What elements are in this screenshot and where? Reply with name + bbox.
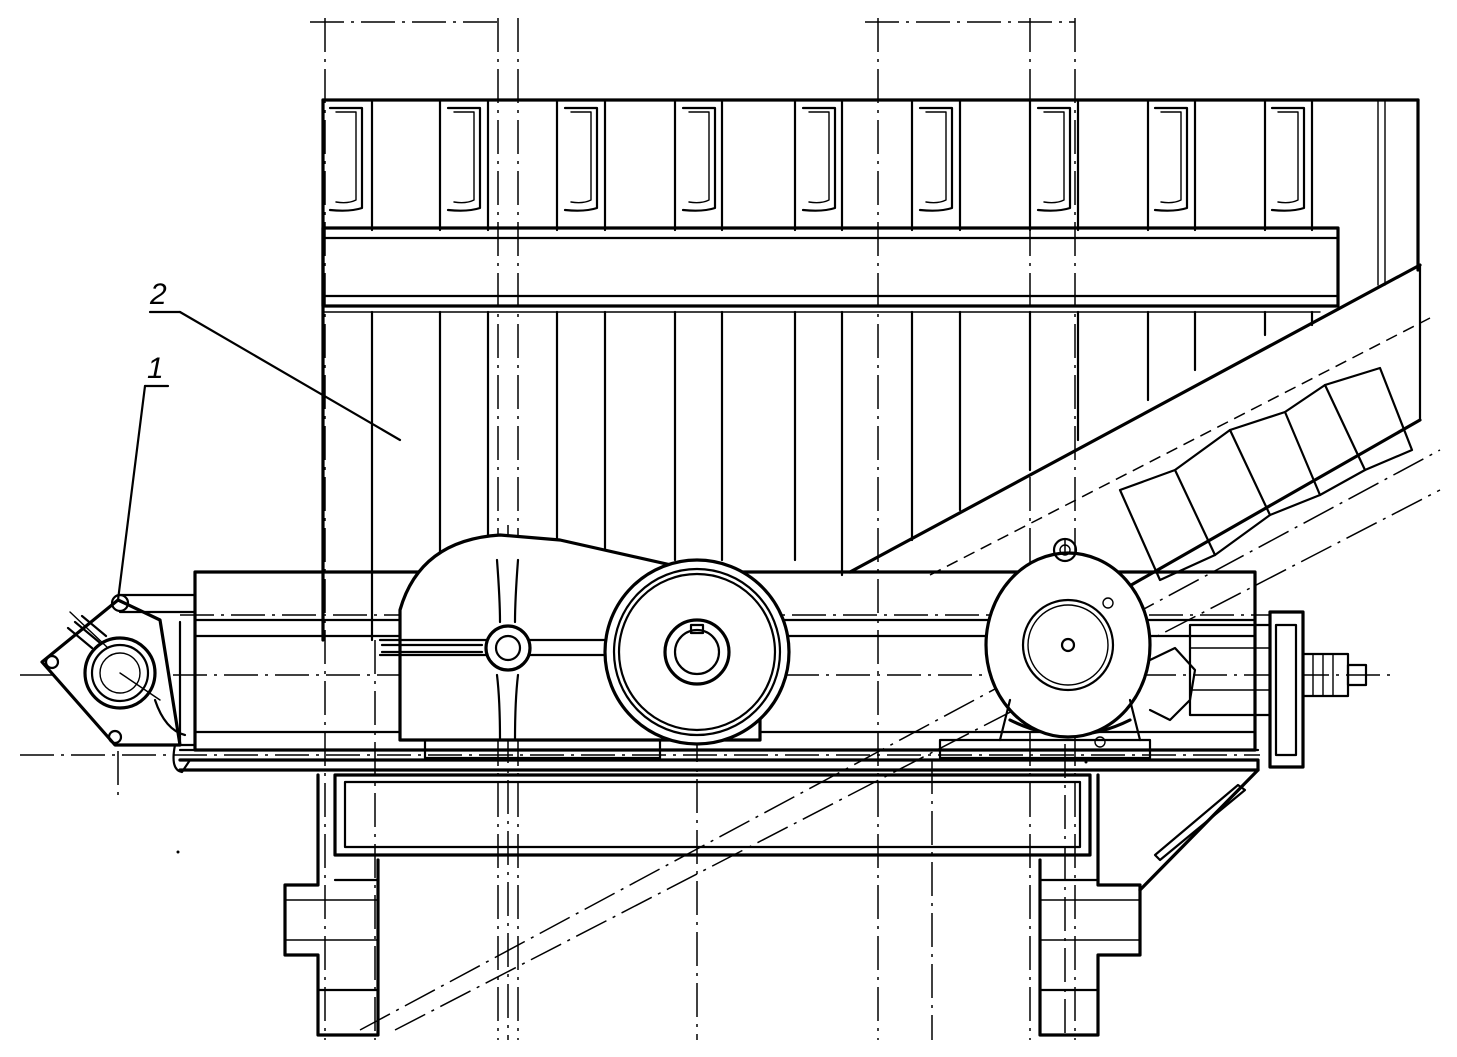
tail-sprocket-bracket	[40, 593, 197, 774]
callout-2: 2	[148, 278, 402, 442]
callout-label-1: 1	[147, 352, 164, 385]
callout-1: 1	[116, 352, 170, 602]
spring-detail	[66, 611, 109, 650]
stray-dot	[1084, 760, 1088, 764]
coupling-pulley	[603, 558, 791, 746]
stray-dot	[176, 850, 180, 854]
vertical-rods	[370, 310, 1314, 642]
callout-label-2: 2	[149, 278, 167, 311]
electric-motor	[938, 537, 1197, 760]
tensioner-assembly	[1188, 610, 1368, 769]
conveyor-flights	[1118, 366, 1414, 582]
rail-clip-dividers	[370, 98, 1314, 232]
center-lines	[20, 18, 1390, 1040]
base-stand	[178, 758, 1260, 1037]
rail-clips	[328, 106, 1306, 212]
upper-rail-assembly	[321, 98, 1420, 642]
